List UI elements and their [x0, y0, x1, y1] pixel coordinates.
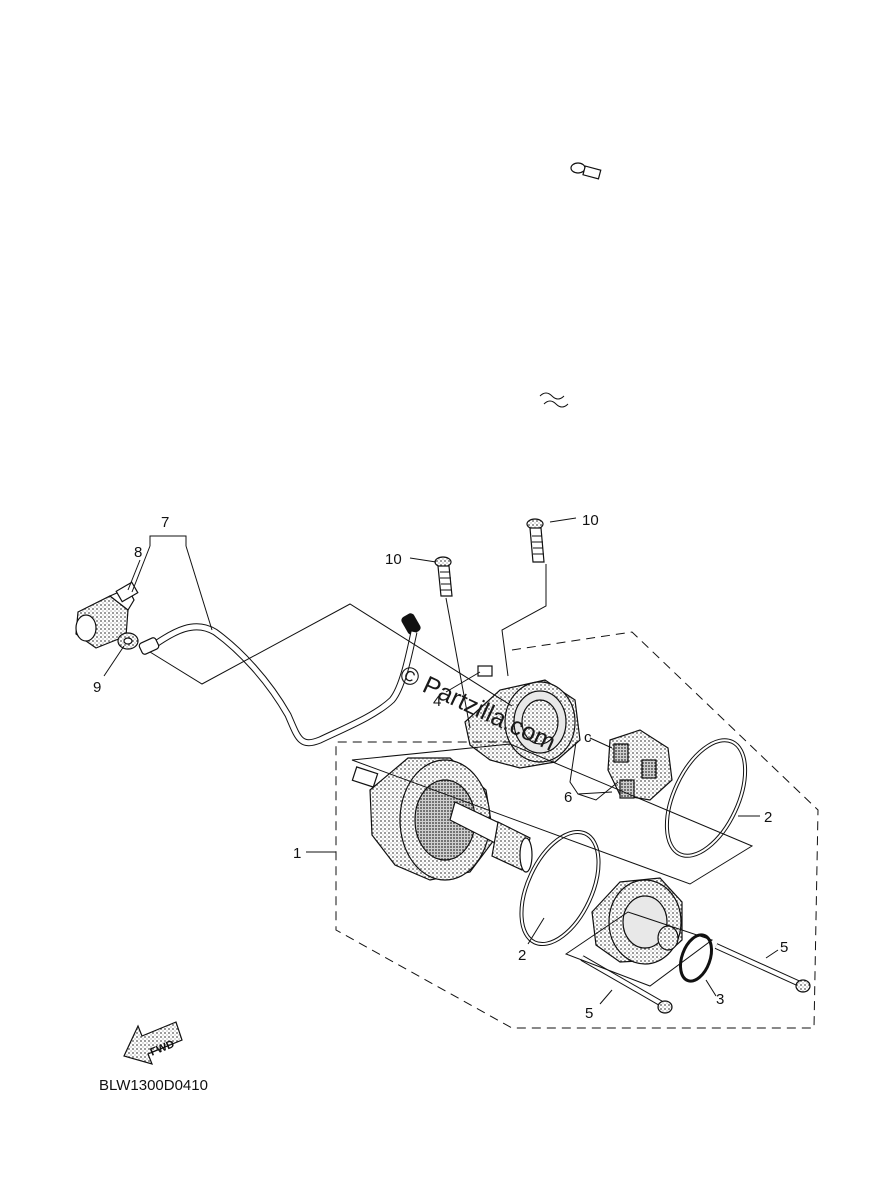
starter-motor-yoke-part-1 [351, 757, 533, 881]
callout-10-right: 10 [582, 512, 599, 529]
bolt-part-10-right [526, 518, 545, 563]
leader-lines [103, 517, 779, 1005]
callout-8: 8 [134, 544, 142, 561]
o-ring-part-3 [678, 933, 714, 983]
callout-10-left: 10 [385, 551, 402, 568]
callout-2-lower: 2 [518, 947, 526, 964]
starter-cable [401, 162, 637, 635]
callout-3: 3 [716, 991, 724, 1008]
diagram-code: BLW1300D0410 [99, 1077, 208, 1094]
lead-wire [138, 623, 418, 747]
callout-9: 9 [93, 679, 101, 696]
bolt-part-10-left [434, 556, 453, 597]
relay-switch-part-8 [75, 581, 139, 649]
forward-direction-arrow: FWD [123, 1021, 183, 1065]
callout-2-right: 2 [764, 809, 772, 826]
callout-6: 6 [564, 789, 572, 806]
long-bolt-part-5-lower [580, 955, 673, 1014]
motor-rear-bracket [591, 877, 683, 965]
o-ring-part-2-lower [519, 829, 601, 947]
o-ring-part-2-upper [664, 738, 748, 858]
callout-1: 1 [293, 845, 301, 862]
callout-5-upper: 5 [780, 939, 788, 956]
callout-5-lower: 5 [585, 1005, 593, 1022]
nut-part-9 [117, 632, 139, 650]
long-bolt-part-5-upper [714, 943, 811, 993]
callout-7: 7 [161, 514, 169, 531]
connector-mark-c: c [584, 729, 592, 746]
brush-holder-part-6 [589, 729, 673, 801]
callout-4: 4 [433, 693, 441, 710]
